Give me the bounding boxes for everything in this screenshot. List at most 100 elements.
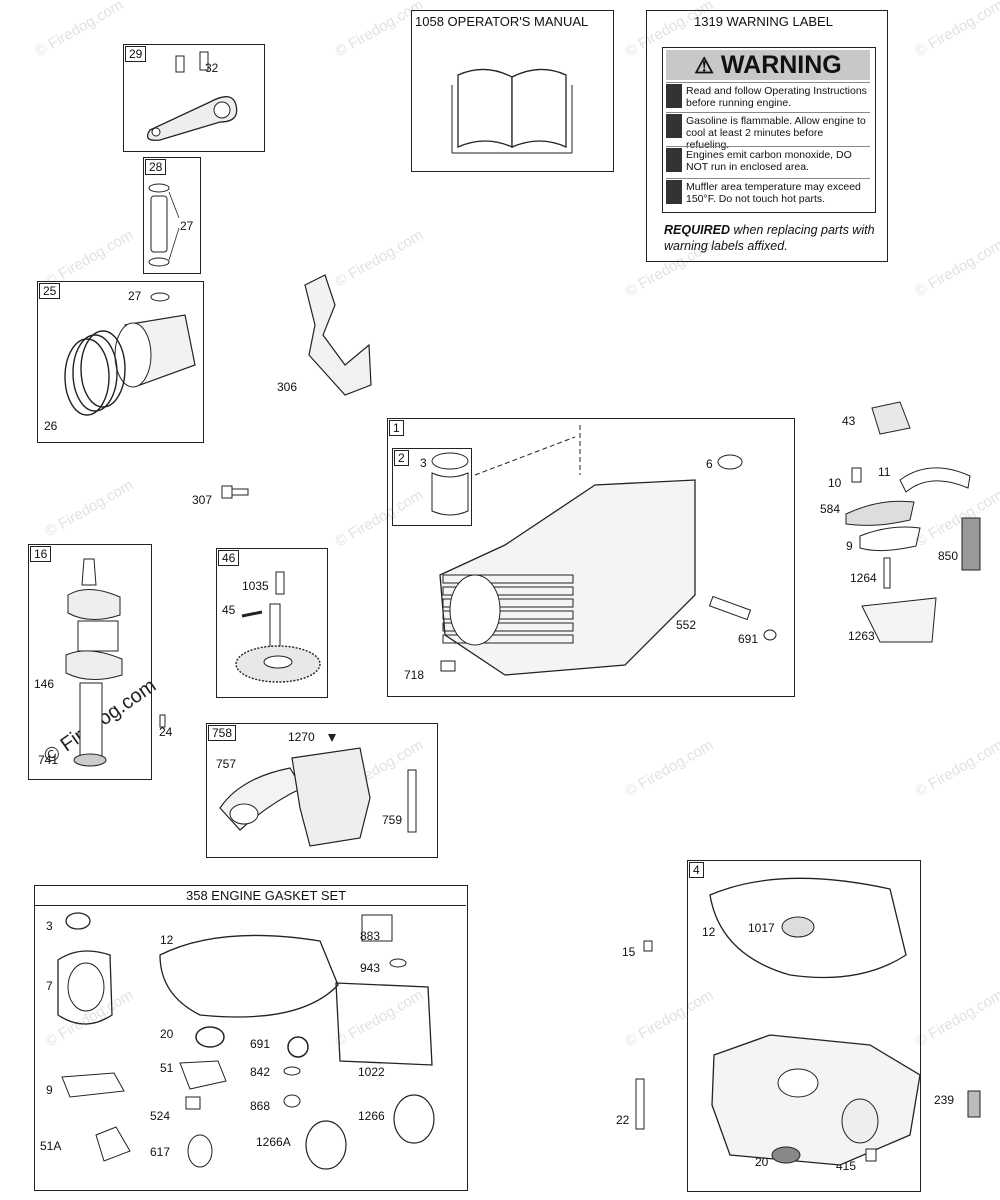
part-label-3: 3 — [420, 456, 427, 470]
part-label-45: 45 — [222, 603, 236, 617]
part-28-box — [143, 157, 201, 274]
fire-icon — [666, 114, 682, 138]
part-25-box — [37, 281, 204, 443]
breather-parts-icon — [845, 401, 981, 643]
part-label-27: 27 — [180, 219, 194, 233]
part-label-757: 757 — [216, 757, 237, 771]
part-label-1266: 1266 — [358, 1109, 385, 1123]
part-label-759: 759 — [382, 813, 403, 827]
fumes-icon — [666, 148, 682, 172]
part-tag-4: 4 — [689, 862, 704, 878]
part-label-27: 27 — [128, 289, 142, 303]
warning-row: Gasoline is flammable. Allow engine to c… — [666, 112, 870, 151]
part-tag-46: 46 — [218, 550, 240, 566]
air-guide-icon — [304, 274, 372, 396]
part-label-146: 146 — [34, 677, 55, 691]
part-label-691: 691 — [250, 1037, 271, 1051]
warning-row-text: Muffler area temperature may exceed 150°… — [686, 181, 861, 205]
part-label-1263: 1263 — [848, 629, 875, 643]
warning-row: Read and follow Operating Instructions b… — [666, 82, 870, 111]
part-label-883: 883 — [360, 929, 381, 943]
warning-heading-text: WARNING — [720, 51, 842, 79]
part-label-15: 15 — [622, 945, 636, 959]
watermark: © Firedog.com — [912, 236, 1000, 301]
part-label-691: 691 — [738, 632, 759, 646]
part-label-7: 7 — [46, 979, 53, 993]
part-label-51a: 51A — [40, 1139, 62, 1153]
part-label-842: 842 — [250, 1065, 271, 1079]
open-book-icon — [451, 68, 573, 154]
part-label-1022: 1022 — [358, 1065, 385, 1079]
watermark: © Firedog.com — [912, 736, 1000, 801]
oil-sump-icon — [635, 877, 981, 1166]
part-label-1270: 1270 — [288, 730, 315, 744]
part-label-12: 12 — [702, 925, 716, 939]
part-tag-16: 16 — [30, 546, 52, 562]
engine-gasket-set-box — [34, 885, 468, 1191]
part-46-box — [216, 548, 328, 698]
part-tag-758: 758 — [208, 725, 237, 741]
manual-icon — [666, 84, 682, 108]
part-758-box — [206, 723, 438, 858]
part-label-850: 850 — [938, 549, 959, 563]
part-16-box — [28, 544, 152, 780]
part-29-box — [123, 44, 265, 152]
part-label-12: 12 — [160, 933, 174, 947]
crankshaft-icon — [65, 558, 166, 767]
bolt-icon — [221, 485, 249, 499]
part-tag-29: 29 — [125, 46, 147, 62]
watermark: © Firedog.com — [912, 0, 1000, 61]
required-text: when replacing parts with warning labels… — [664, 223, 875, 253]
part-label-239: 239 — [934, 1093, 955, 1107]
part-label-22: 22 — [616, 1113, 630, 1127]
part-label-1017: 1017 — [748, 921, 775, 935]
operators-manual-box — [411, 10, 614, 172]
part-label-943: 943 — [360, 961, 381, 975]
part-label-43: 43 — [842, 414, 856, 428]
hot-surface-icon — [666, 180, 682, 204]
part-2-box — [392, 448, 472, 526]
part-label-584: 584 — [820, 502, 841, 516]
warning-required-note: REQUIRED when replacing parts with warni… — [664, 222, 884, 254]
breather-assembly-icon — [219, 734, 417, 847]
cylinder-block-icon — [431, 425, 777, 676]
part-label-617: 617 — [150, 1145, 171, 1159]
watermark: © Firedog.com — [622, 736, 717, 801]
connecting-rod-icon — [146, 51, 238, 141]
warning-row-text: Read and follow Operating Instructions b… — [686, 85, 867, 109]
warning-row-text: Gasoline is flammable. Allow engine to c… — [686, 115, 866, 151]
part-4-box — [687, 860, 921, 1192]
part-label-51: 51 — [160, 1061, 174, 1075]
part-label-306: 306 — [277, 380, 298, 394]
watermark: © Firedog.com — [42, 476, 137, 541]
warning-row-text: Engines emit carbon monoxide, DO NOT run… — [686, 149, 852, 173]
watermark: © Firedog.com — [32, 0, 127, 61]
piston-and-rings-icon — [64, 292, 196, 416]
part-tag-1: 1 — [389, 420, 404, 436]
gasket-set-icon — [57, 912, 435, 1170]
part-label-1264: 1264 — [850, 571, 877, 585]
warning-heading: ⚠ WARNING — [666, 50, 870, 80]
part-tag-2: 2 — [394, 450, 409, 466]
part-label-9: 9 — [846, 539, 853, 553]
part-label-9: 9 — [46, 1083, 53, 1097]
part-tag-28: 28 — [145, 159, 167, 175]
warning-triangle-icon: ⚠ — [694, 53, 714, 78]
part-label-11: 11 — [878, 465, 891, 479]
part-label-20: 20 — [160, 1027, 174, 1041]
part-1-box — [387, 418, 795, 697]
part-tag-25: 25 — [39, 283, 61, 299]
part-label-26: 26 — [44, 419, 58, 433]
warning-decal — [662, 47, 876, 213]
required-bold: REQUIRED — [664, 223, 730, 237]
part-label-24: 24 — [159, 725, 173, 739]
part-label-552: 552 — [676, 618, 697, 632]
part-label-6: 6 — [706, 457, 713, 471]
operators-manual-title: 1058 OPERATOR'S MANUAL — [415, 14, 589, 29]
warning-label-title: 1319 WARNING LABEL — [694, 14, 833, 29]
piston-pin-icon — [148, 183, 180, 267]
engine-gasket-set-title: 358 ENGINE GASKET SET — [186, 888, 347, 903]
gasket-set-header — [34, 885, 466, 906]
warning-row: Muffler area temperature may exceed 150°… — [666, 178, 870, 207]
warning-label-box — [646, 10, 888, 262]
